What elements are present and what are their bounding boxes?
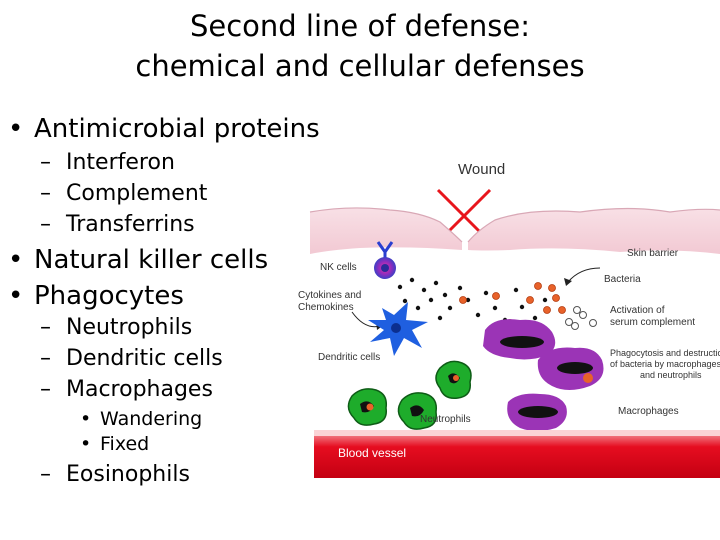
sub-dendritic-label: Dendritic cells bbox=[66, 346, 223, 371]
bullet-nk: •Natural killer cells bbox=[8, 245, 269, 275]
nk-cell-icon bbox=[374, 241, 396, 279]
bullet-phagocytes: •Phagocytes bbox=[8, 281, 184, 311]
immune-defense-diagram: Wound Skin barrier NK cells Bacteria Cyt… bbox=[298, 161, 720, 478]
bacteria-label: Bacteria bbox=[604, 274, 641, 285]
bullet-antimicrobial: •Antimicrobial proteins bbox=[8, 114, 320, 144]
neutrophil-cell-icon-3 bbox=[397, 392, 438, 430]
cytokine-dots bbox=[397, 277, 548, 323]
sub-transferrins-label: Transferrins bbox=[66, 212, 195, 237]
sub-neutrophils: –Neutrophils bbox=[40, 315, 193, 340]
skin-barrier-label: Skin barrier bbox=[627, 248, 679, 259]
dendritic-cell-icon bbox=[368, 302, 428, 356]
sub-transferrins: –Transferrins bbox=[40, 212, 195, 237]
sub-interferon-label: Interferon bbox=[66, 150, 175, 175]
title-line-1: Second line of defense: bbox=[189, 9, 531, 43]
sub-dendritic: –Dendritic cells bbox=[40, 346, 223, 371]
complement-icons bbox=[565, 306, 597, 330]
sub-macrophages: –Macrophages bbox=[40, 377, 213, 402]
sub-complement: –Complement bbox=[40, 181, 208, 206]
dendritic-cells-label: Dendritic cells bbox=[318, 352, 380, 363]
blood-vessel bbox=[314, 430, 720, 478]
phagocytosis-label-1: Phagocytosis and destruction bbox=[610, 348, 720, 358]
sub-neutrophils-label: Neutrophils bbox=[66, 315, 193, 340]
macrophage-cell-icon bbox=[483, 319, 556, 360]
phagocytosis-label-3: and neutrophils bbox=[640, 370, 702, 380]
bullet-antimicrobial-label: Antimicrobial proteins bbox=[34, 114, 320, 144]
sub-interferon: –Interferon bbox=[40, 150, 175, 175]
phagocytosis-label-2: of bacteria by macrophages bbox=[610, 359, 720, 369]
cytokines-label-1: Cytokines and bbox=[298, 290, 361, 301]
cytokines-label-2: Chemokines bbox=[298, 302, 354, 313]
activation-label-2: serum complement bbox=[610, 317, 695, 328]
subsub-wandering: •Wandering bbox=[80, 408, 203, 430]
subsub-fixed-label: Fixed bbox=[100, 433, 150, 455]
sub-complement-label: Complement bbox=[66, 181, 208, 206]
neutrophil-cell-icon bbox=[435, 360, 472, 400]
sub-eosinophils: –Eosinophils bbox=[40, 462, 190, 487]
bullet-phagocytes-label: Phagocytes bbox=[34, 281, 184, 311]
subsub-fixed: •Fixed bbox=[80, 433, 150, 455]
activation-label-1: Activation of bbox=[610, 305, 665, 316]
macrophages-label: Macrophages bbox=[618, 406, 679, 417]
neutrophil-cell-icon-2 bbox=[347, 388, 388, 426]
bullet-nk-label: Natural killer cells bbox=[34, 245, 269, 275]
wound-label: Wound bbox=[458, 161, 505, 178]
blood-vessel-label: Blood vessel bbox=[338, 446, 406, 460]
nk-cells-label: NK cells bbox=[320, 262, 357, 273]
macrophage-cell-icon-2 bbox=[537, 347, 604, 390]
neutrophils-label: Neutrophils bbox=[420, 414, 471, 425]
sub-macrophages-label: Macrophages bbox=[66, 377, 213, 402]
sub-eosinophils-label: Eosinophils bbox=[66, 462, 190, 487]
subsub-wandering-label: Wandering bbox=[100, 408, 203, 430]
skin-barrier bbox=[309, 207, 720, 254]
macrophage-cell-icon-3 bbox=[507, 393, 567, 431]
title-line-2: chemical and cellular defenses bbox=[135, 49, 585, 83]
